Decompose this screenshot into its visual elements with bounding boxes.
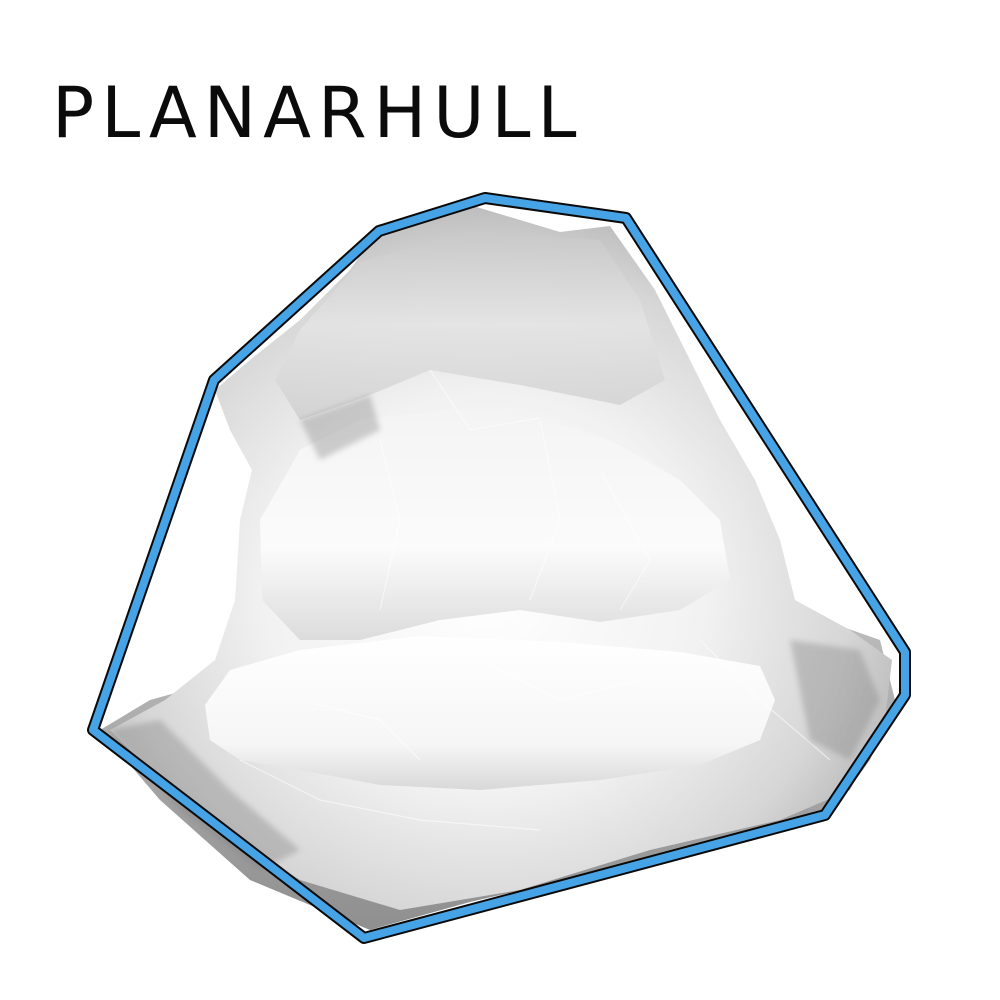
planar-hull-outline (87, 192, 911, 944)
page-title: PLANARHULL (52, 72, 584, 154)
hull-stroke-blue (89, 194, 909, 942)
mesh-top-lobe (275, 230, 665, 420)
mesh-low-lobe (205, 636, 775, 790)
mesh-facets (239, 369, 831, 831)
mesh-shadows (110, 395, 880, 870)
mesh-mid-lobe (260, 410, 730, 640)
rock-mesh (100, 205, 895, 930)
